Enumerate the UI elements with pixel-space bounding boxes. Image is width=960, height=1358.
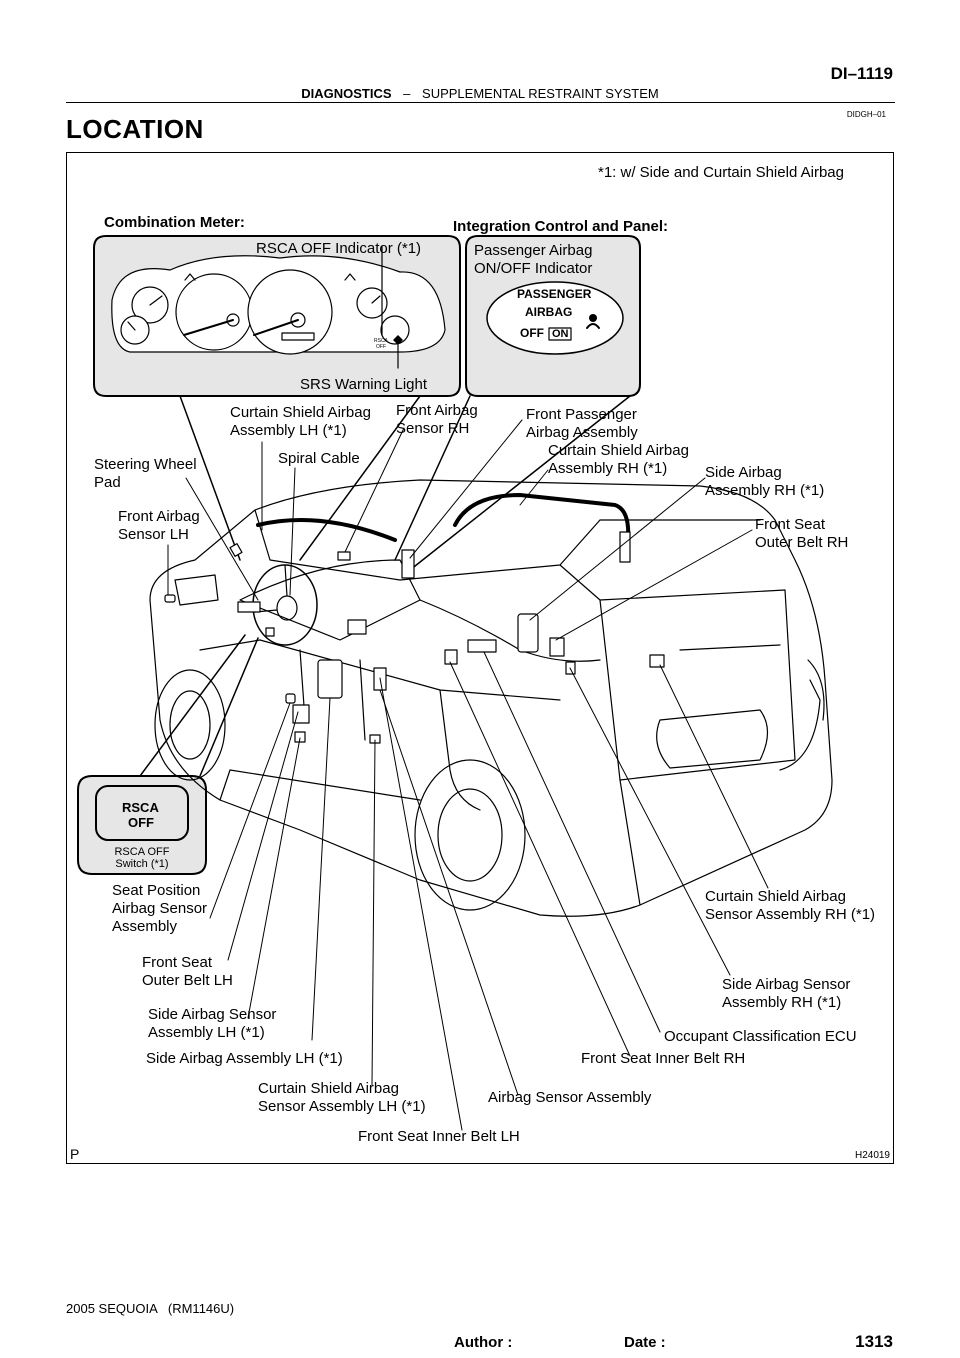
switch-off-text: OFF xyxy=(128,815,154,830)
label-rsca-off-indicator: RSCA OFF Indicator (*1) xyxy=(256,240,422,257)
combination-meter-inset xyxy=(93,235,461,397)
label-front-seat-inner-belt-lh: Front Seat Inner Belt LH xyxy=(358,1128,520,1145)
label-front-seat-outer-belt-lh: Front Seat Outer Belt LH xyxy=(142,954,233,989)
meter-rsca-text: RSCA xyxy=(374,338,388,344)
label-curtain-shield-rh: Curtain Shield Airbag Assembly RH (*1) xyxy=(548,442,689,477)
page-title: LOCATION xyxy=(66,114,204,144)
option-note: *1: w/ Side and Curtain Shield Airbag xyxy=(598,164,844,181)
meter-off-text: OFF xyxy=(376,344,386,350)
label-passenger-airbag-indicator: Passenger Airbag ON/OFF Indicator xyxy=(474,242,593,277)
label-front-seat-inner-belt-rh: Front Seat Inner Belt RH xyxy=(581,1050,746,1067)
label-front-airbag-sensor-rh: Front Airbag Sensor RH xyxy=(396,402,478,437)
footer-page-number: 1313 xyxy=(855,1332,893,1351)
panel-passenger-text: PASSENGER xyxy=(517,287,592,301)
panel-off-text: OFF xyxy=(520,326,544,340)
label-side-airbag-rh: Side Airbag Assembly RH (*1) xyxy=(705,464,825,499)
footer-model: 2005 SEQUOIA (RM1146U) xyxy=(66,1301,235,1316)
label-occupant-classification-ecu: Occupant Classification ECU xyxy=(664,1028,857,1045)
combination-meter-title: Combination Meter: xyxy=(104,214,245,231)
label-side-airbag-sensor-rh: Side Airbag Sensor Assembly RH (*1) xyxy=(722,976,851,1011)
label-curtain-shield-sensor-rh: Curtain Shield Airbag Sensor Assembly RH… xyxy=(705,888,876,923)
label-side-airbag-sensor-lh: Side Airbag Sensor Assembly LH (*1) xyxy=(148,1006,277,1041)
label-front-passenger-airbag: Front Passenger Airbag Assembly xyxy=(526,406,638,441)
figure-code: H24019 xyxy=(854,1150,890,1161)
label-rsca-off-switch: RSCA OFF Switch (*1) xyxy=(114,846,170,870)
header-separator: – xyxy=(403,86,411,101)
integration-panel-inset xyxy=(465,235,641,397)
label-front-seat-outer-belt-rh: Front Seat Outer Belt RH xyxy=(755,516,849,551)
running-header: DIAGNOSTICS – SUPPLEMENTAL RESTRAINT SYS… xyxy=(0,86,960,101)
label-curtain-shield-lh: Curtain Shield Airbag Assembly LH (*1) xyxy=(230,404,371,439)
panel-on-text: ON xyxy=(552,328,569,340)
label-side-airbag-lh: Side Airbag Assembly LH (*1) xyxy=(146,1050,343,1067)
label-curtain-shield-sensor-lh: Curtain Shield Airbag Sensor Assembly LH… xyxy=(258,1080,426,1115)
label-airbag-sensor-assembly: Airbag Sensor Assembly xyxy=(488,1089,652,1106)
header-section: DIAGNOSTICS xyxy=(301,86,392,101)
vehicle-interior xyxy=(164,493,665,744)
document-code: DIDGH–01 xyxy=(846,110,886,119)
figure-corner-letter: P xyxy=(70,1146,80,1162)
vehicle-outline xyxy=(149,479,833,917)
label-front-airbag-sensor-lh: Front Airbag Sensor LH xyxy=(118,508,200,543)
label-steering-wheel-pad: Steering Wheel Pad xyxy=(94,456,197,491)
callout-leaders xyxy=(167,419,769,1131)
switch-rsca-text: RSCA xyxy=(122,800,159,815)
label-spiral-cable: Spiral Cable xyxy=(278,450,360,467)
label-seat-position-sensor: Seat Position Airbag Sensor Assembly xyxy=(112,882,208,935)
label-srs-warning-light: SRS Warning Light xyxy=(300,376,428,393)
inset-leader-lines xyxy=(139,395,631,777)
page-id: DI–1119 xyxy=(830,64,893,83)
figure-frame xyxy=(66,152,894,1164)
rsca-switch-inset xyxy=(77,775,207,875)
integration-panel-title: Integration Control and Panel: xyxy=(453,218,669,235)
header-subsection: SUPPLEMENTAL RESTRAINT SYSTEM xyxy=(422,86,659,101)
header-rule xyxy=(66,102,895,103)
footer-date-label: Date : xyxy=(624,1334,666,1351)
panel-airbag-text: AIRBAG xyxy=(525,305,573,319)
footer-author-label: Author : xyxy=(454,1334,513,1351)
